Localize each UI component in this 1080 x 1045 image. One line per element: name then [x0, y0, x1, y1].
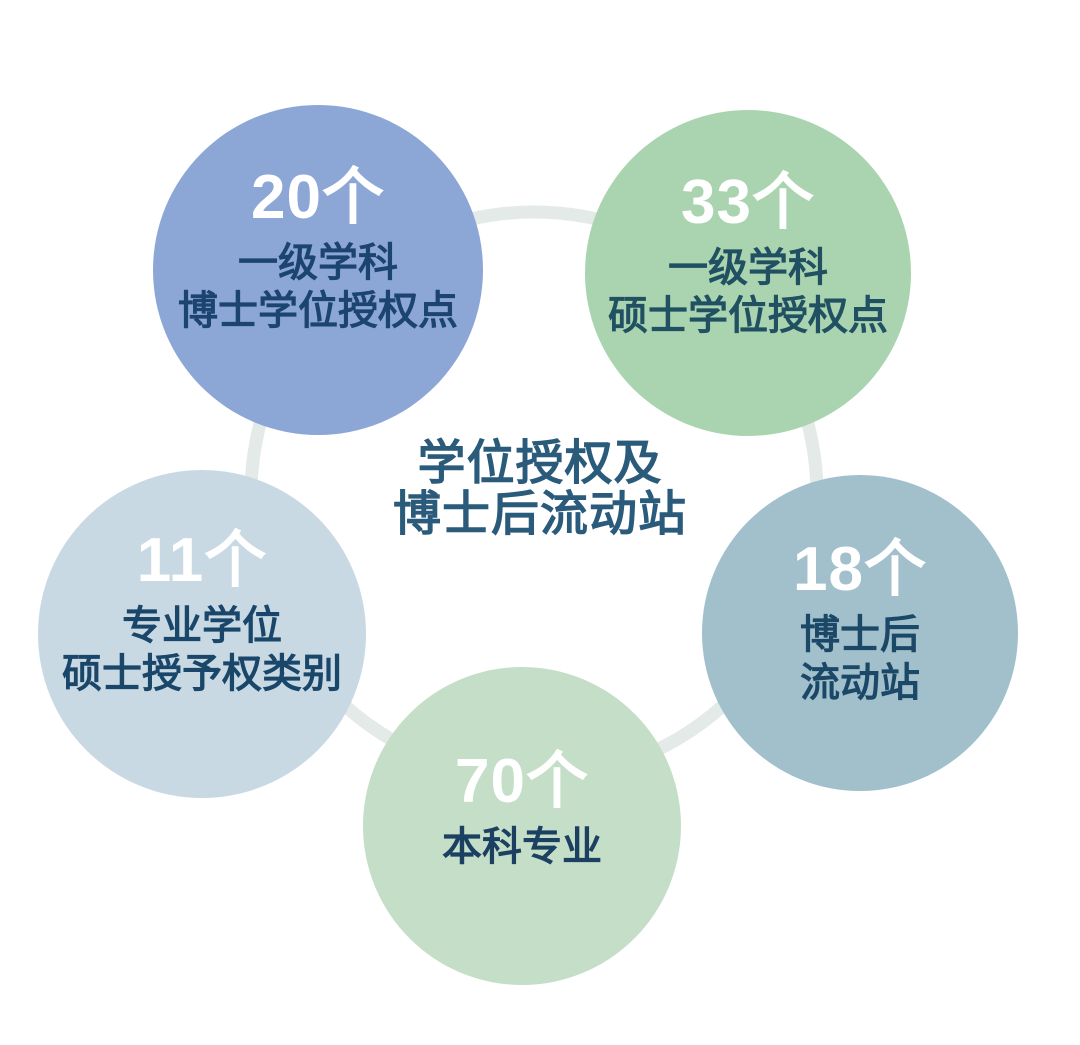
stat-label-line: 本科专业 — [442, 825, 602, 870]
stat-label-line: 流动站 — [800, 661, 920, 706]
stat-label: 博士后 流动站 — [800, 611, 920, 707]
stat-circle-professional-master-categories: 11个 专业学位 硕士授予权类别 — [38, 470, 366, 798]
stat-label-line: 博士学位授权点 — [178, 289, 458, 334]
stat-label-line: 一级学科 — [238, 241, 398, 286]
stat-label: 专业学位 硕士授予权类别 — [62, 602, 342, 698]
stat-label: 本科专业 — [442, 823, 602, 871]
stat-label: 一级学科 硕士学位授权点 — [608, 244, 888, 340]
stat-value: 70个 — [455, 747, 589, 816]
stat-label-line: 专业学位 — [122, 604, 282, 649]
diagram-title-line1: 学位授权及 — [417, 437, 663, 490]
stat-label-line: 硕士授予权类别 — [62, 652, 342, 697]
stat-value: 18个 — [793, 535, 927, 604]
stat-circle-master-authorization-points: 33个 一级学科 硕士学位授权点 — [585, 110, 911, 436]
stat-value: 20个 — [251, 163, 385, 232]
stat-label-line: 一级学科 — [668, 246, 828, 291]
diagram-title: 学位授权及 博士后流动站 — [290, 438, 790, 541]
stat-circle-postdoc-stations: 18个 博士后 流动站 — [702, 475, 1018, 791]
stat-label: 一级学科 博士学位授权点 — [178, 239, 458, 335]
diagram-title-line2: 博士后流动站 — [392, 488, 687, 542]
stat-label-line: 博士后 — [800, 613, 920, 658]
stat-circle-undergraduate-majors: 70个 本科专业 — [363, 667, 681, 985]
stat-circle-doctoral-authorization-points: 20个 一级学科 博士学位授权点 — [153, 105, 483, 435]
stat-value: 11个 — [136, 526, 268, 595]
stat-value: 33个 — [681, 168, 815, 237]
stat-label-line: 硕士学位授权点 — [608, 294, 888, 339]
